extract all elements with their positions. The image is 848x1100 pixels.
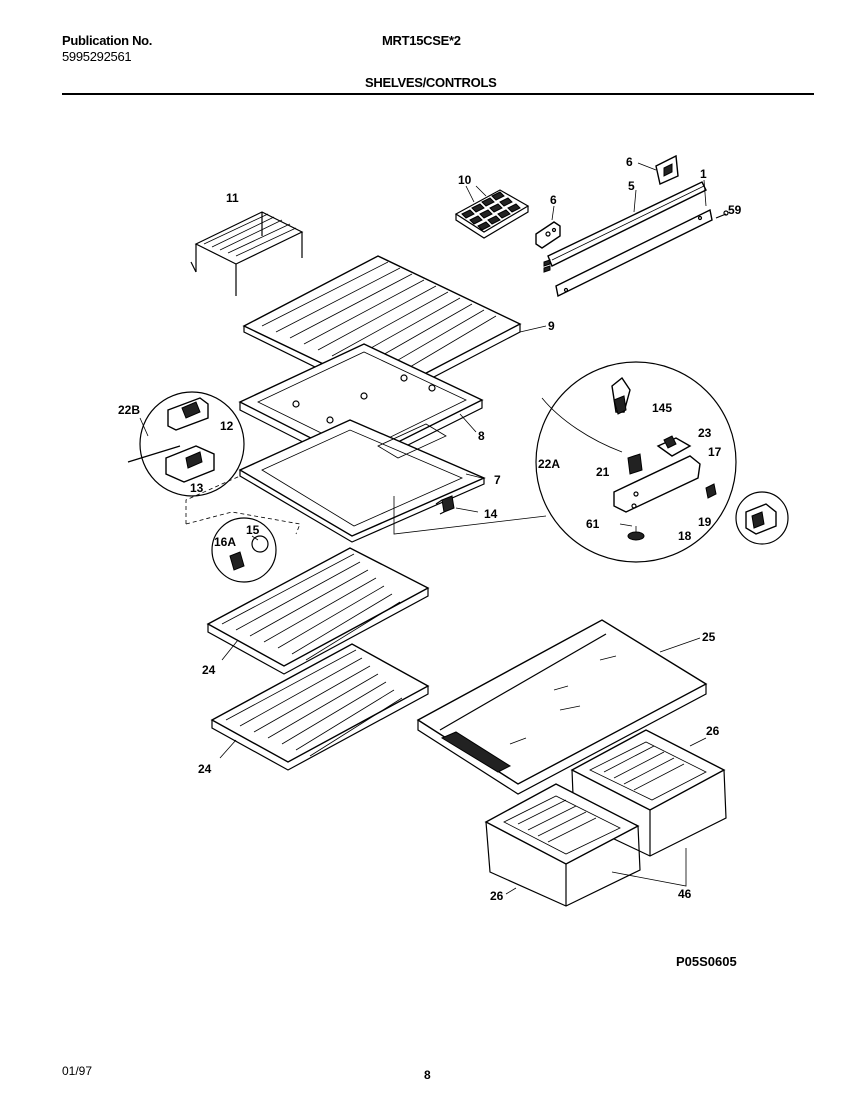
callout-12: 12: [220, 419, 234, 433]
callout-46: 46: [678, 887, 692, 901]
lower-frame-part-7: [238, 419, 486, 543]
publication-number: 5995292561: [62, 49, 132, 64]
crisper-cover-part-25: [416, 619, 708, 795]
trim-strip-part-1: [555, 179, 713, 298]
callout-15: 15: [246, 523, 260, 537]
wire-shelf-part-24-upper: [206, 547, 430, 675]
callout-13: 13: [190, 481, 204, 495]
leader-part-46: [611, 848, 687, 887]
clip-part-6-lower: [535, 205, 561, 249]
footer-date: 01/97: [62, 1064, 93, 1078]
callout-61: 61: [586, 517, 600, 531]
callout-24-lower: 24: [198, 762, 212, 776]
control-knob-part-14: [435, 495, 479, 515]
callout-145: 145: [652, 401, 672, 415]
callout-11: 11: [226, 191, 239, 205]
callout-10: 10: [458, 173, 472, 187]
crisper-drawer-part-26-left: [484, 783, 641, 907]
callout-19: 19: [698, 515, 712, 529]
detail-circle-switch: [735, 491, 789, 545]
publication-label: Publication No.: [62, 33, 153, 48]
callout-25: 25: [702, 630, 716, 644]
egg-tray-part-10: [454, 185, 530, 239]
leader-detail: [393, 496, 547, 535]
callout-22a: 22A: [538, 457, 560, 471]
detail-circle-light-bulb: [211, 517, 277, 583]
drawing-code: P05S0605: [676, 954, 737, 969]
callout-9: 9: [548, 319, 555, 333]
callout-5: 5: [628, 179, 635, 193]
callout-21: 21: [596, 465, 610, 479]
callout-23: 23: [698, 426, 712, 440]
detail-circle-temperature-control: [535, 361, 737, 563]
crisper-drawer-part-26-right: [570, 729, 727, 857]
callout-8: 8: [478, 429, 485, 443]
callout-26-right: 26: [706, 724, 720, 738]
detail-circle-light-socket: [127, 391, 245, 497]
callout-7: 7: [494, 473, 501, 487]
trim-strip-part-5: [543, 181, 707, 273]
callout-24-upper: 24: [202, 663, 216, 677]
callout-17: 17: [708, 445, 722, 459]
callout-59: 59: [728, 203, 742, 217]
screw-part-59: [715, 210, 729, 219]
callout-6-upper: 6: [626, 155, 633, 169]
clip-part-6-upper: [637, 154, 679, 185]
header-rule: [62, 93, 814, 95]
callout-22b: 22B: [118, 403, 140, 417]
callout-16a: 16A: [214, 535, 236, 549]
callout-18: 18: [678, 529, 692, 543]
wire-rack-part-11: [190, 211, 304, 296]
section-title: SHELVES/CONTROLS: [365, 75, 497, 90]
callout-1: 1: [700, 167, 707, 181]
page-number: 8: [424, 1068, 431, 1082]
model-number: MRT15CSE*2: [382, 33, 461, 48]
wire-shelf-part-24-lower: [210, 643, 430, 771]
callout-26-left: 26: [490, 889, 504, 903]
callout-14: 14: [484, 507, 498, 521]
callout-6-lower: 6: [550, 193, 557, 207]
